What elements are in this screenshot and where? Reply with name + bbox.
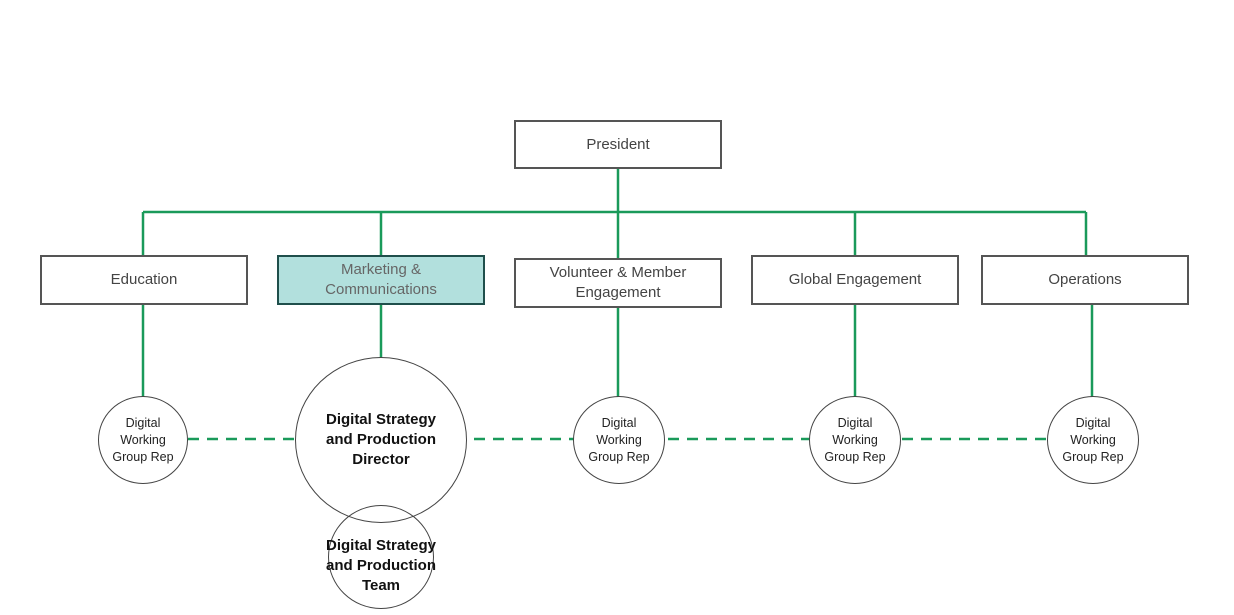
president-label: President (586, 135, 650, 153)
rep-circle-global: Digital Working Group Rep (809, 396, 901, 484)
president-box: President (514, 120, 722, 169)
rep-label: Digital Working Group Rep (588, 415, 650, 464)
department-label: Marketing & Communications (325, 261, 437, 298)
department-box-education: Education (40, 255, 248, 305)
rep-label: Digital Working Group Rep (112, 415, 174, 464)
team-circle (328, 505, 434, 609)
rep-circle-education: Digital Working Group Rep (98, 396, 188, 484)
director-circle: Digital Strategy and Production Director (295, 357, 467, 523)
rep-circle-volunteer: Digital Working Group Rep (573, 396, 665, 484)
department-box-marketing-communications: Marketing & Communications (277, 255, 485, 305)
rep-circle-operations: Digital Working Group Rep (1047, 396, 1139, 484)
rep-label: Digital Working Group Rep (824, 415, 886, 464)
department-label: Education (110, 271, 178, 288)
team-label: Digital Strategy and Production Team (325, 537, 437, 594)
department-label: Global Engagement (788, 271, 922, 288)
department-label: Operations (1048, 271, 1122, 288)
director-label: Digital Strategy and Production Director (325, 411, 437, 468)
department-box-volunteer-member-engagement: Volunteer & Member Engagement (514, 258, 722, 308)
rep-label: Digital Working Group Rep (1062, 415, 1124, 464)
department-box-operations: Operations (981, 255, 1189, 305)
department-box-global-engagement: Global Engagement (751, 255, 959, 305)
department-label: Volunteer & Member Engagement (549, 264, 687, 301)
